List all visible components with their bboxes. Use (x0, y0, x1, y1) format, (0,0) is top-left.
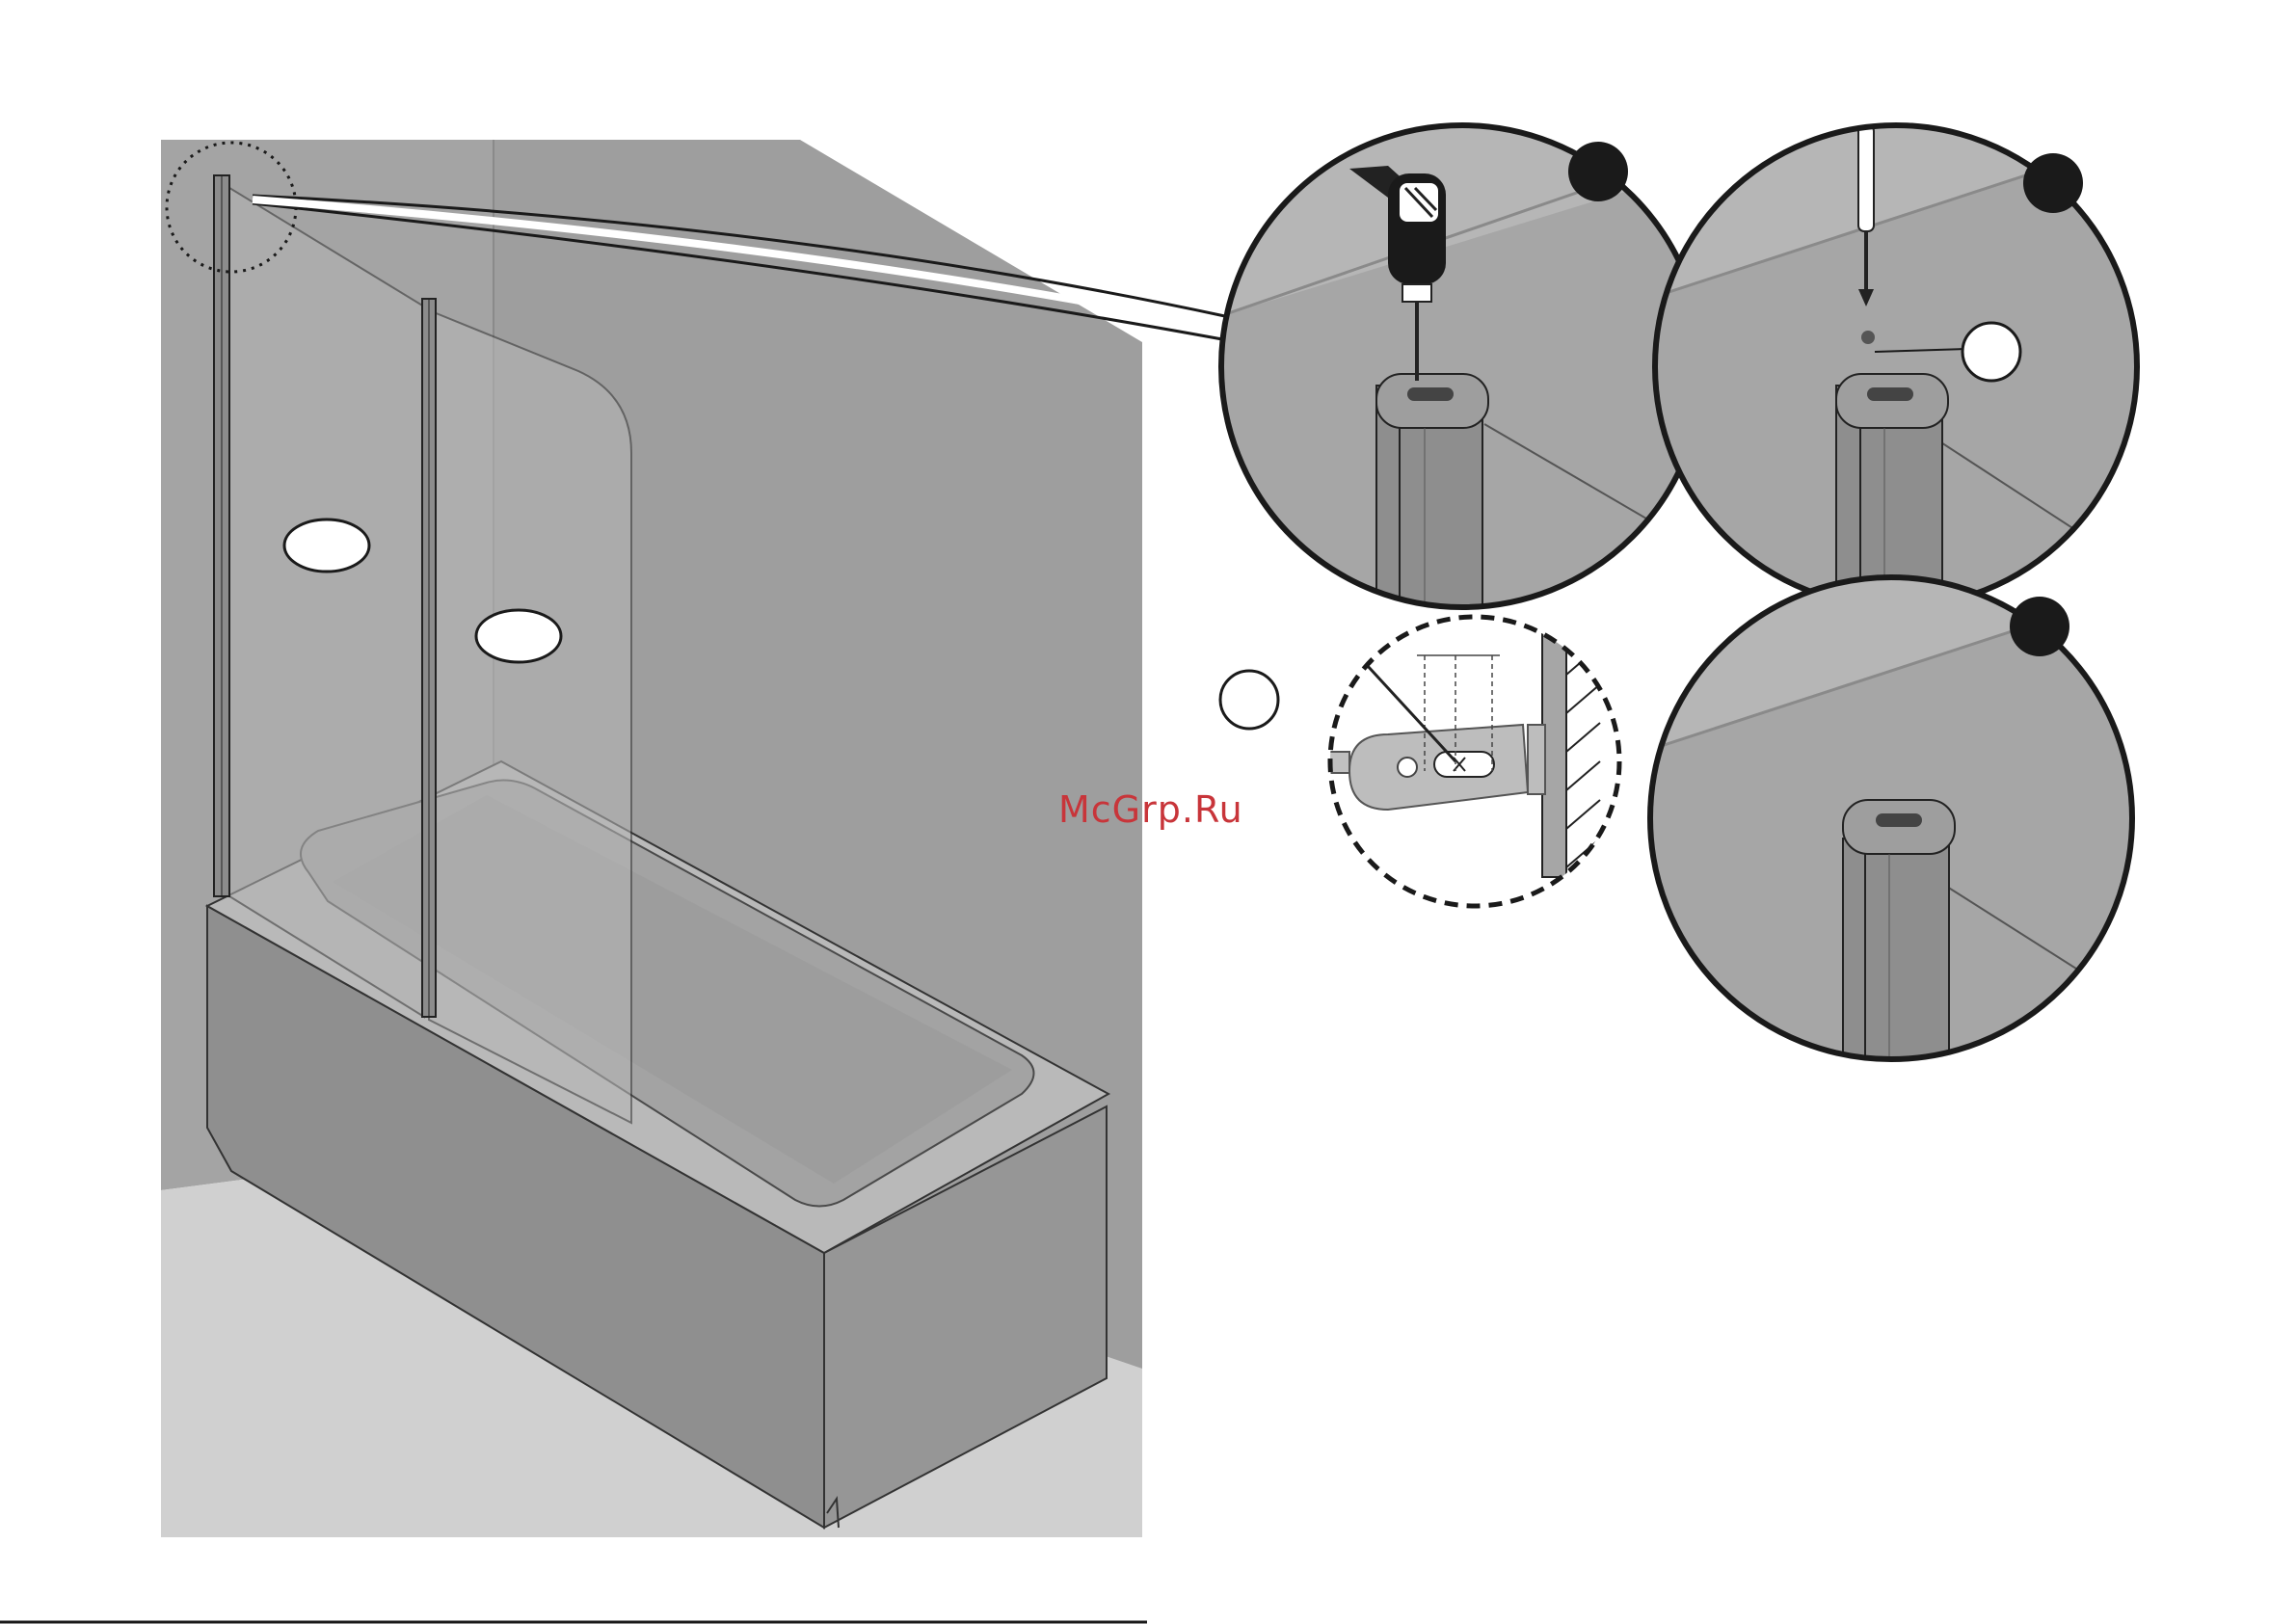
step-marker-1 (1568, 142, 1628, 201)
bracket-label-circle (1220, 671, 1278, 729)
detail-step-1 (1215, 116, 1716, 636)
part-label-circle (1962, 323, 2020, 381)
detail-step-2 (1648, 116, 2149, 636)
panel-label-oval-2 (476, 610, 561, 662)
bathroom-scene (161, 140, 1234, 1537)
step-marker-3 (2010, 597, 2069, 656)
watermark-text: McGrp.Ru (1058, 788, 1243, 831)
glass-panel-fixed (222, 183, 424, 1017)
panel-label-oval-1 (284, 519, 369, 572)
profile-top-view-3 (1843, 839, 1949, 1070)
step-marker-2 (2023, 153, 2083, 213)
detail-step-3 (1643, 569, 2145, 1070)
glass-panel-folding (429, 310, 631, 1123)
bracket-detail (1220, 588, 1619, 906)
screw-icon (1861, 331, 1875, 344)
